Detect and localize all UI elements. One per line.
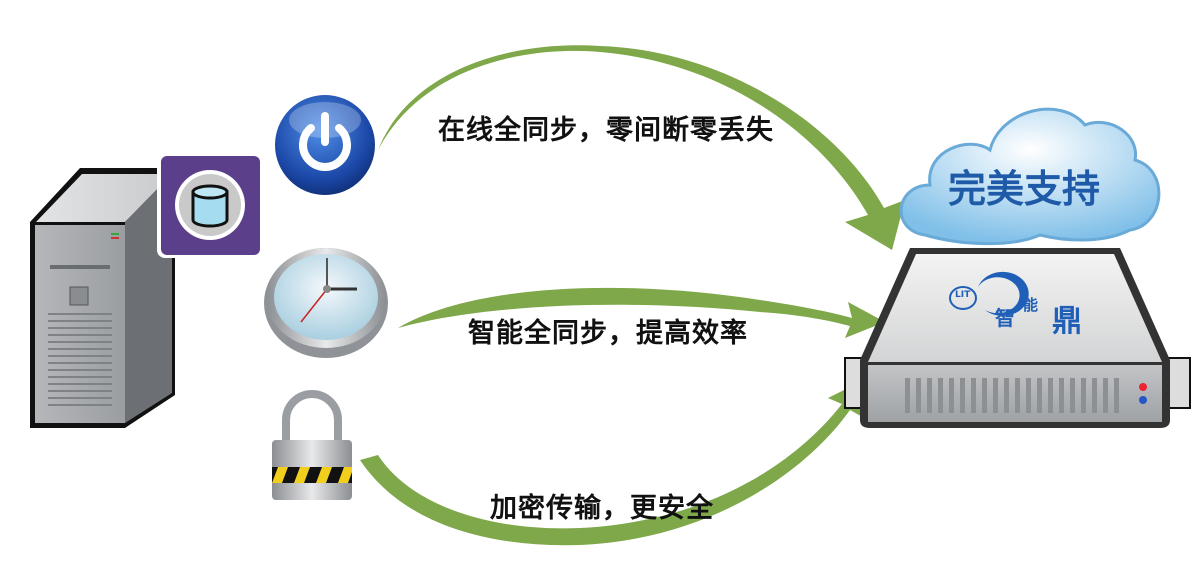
label-smart-sync: 智能全同步，提高效率 (468, 318, 748, 349)
server-tower-icon (30, 168, 175, 428)
server-logo-mark (949, 271, 1029, 316)
power-icon (275, 95, 375, 195)
cloud-label: 完美支持 (948, 167, 1101, 211)
padlock-icon (272, 390, 352, 500)
server-logo-char-1: 智 (995, 306, 1015, 330)
database-icon (157, 153, 262, 258)
clock-icon (264, 248, 388, 358)
arrow-top (378, 45, 905, 251)
server-logo-char-3: 鼎 (1052, 304, 1082, 339)
server-logo-lit: LIT (955, 290, 971, 300)
rack-server-icon (844, 248, 1191, 428)
label-encrypted-transfer: 加密传输，更安全 (490, 493, 714, 524)
cloud-icon (899, 107, 1161, 246)
label-online-sync: 在线全同步，零间断零丢失 (438, 115, 774, 146)
arrow-middle (398, 287, 885, 338)
server-logo-char-2: 能 (1023, 296, 1039, 314)
